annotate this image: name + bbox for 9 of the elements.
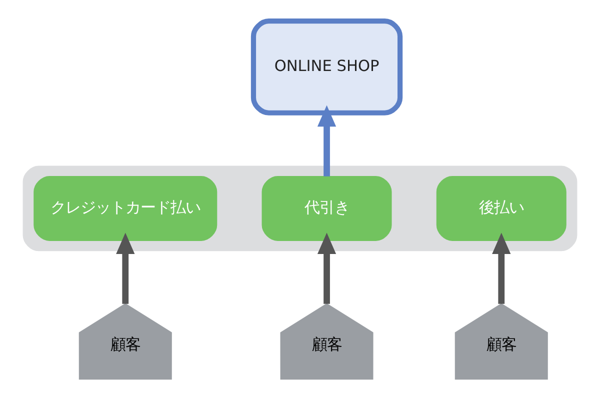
cluster (22, 165, 578, 251)
node-box: クレジットカード払い (34, 175, 218, 240)
arrow (492, 232, 511, 304)
arrow (317, 232, 336, 304)
arrow (116, 232, 135, 304)
node-box: 代引き (262, 175, 392, 240)
arrow (317, 104, 336, 176)
node-box: ONLINE SHOP (250, 18, 403, 115)
node-box: 後払い (436, 175, 566, 240)
